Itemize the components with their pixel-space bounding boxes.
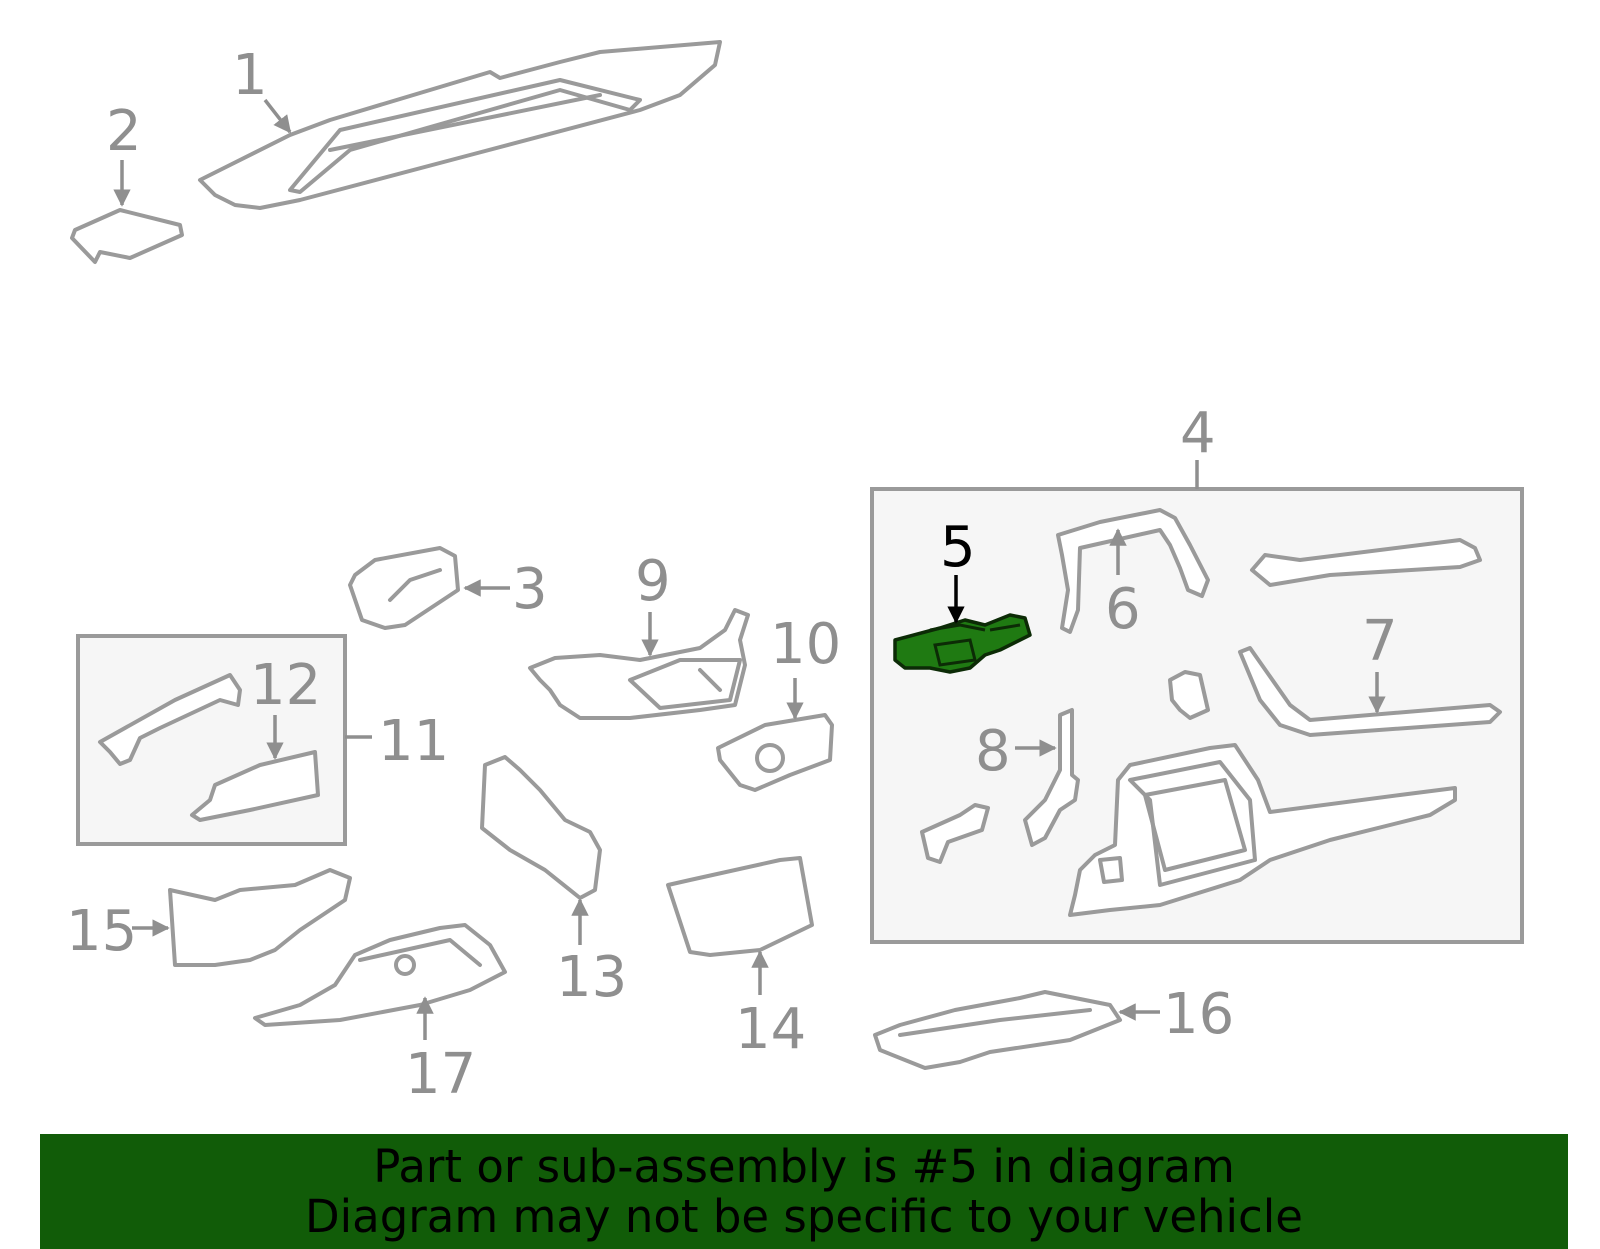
part-16[interactable] — [873, 990, 1122, 1070]
callout-11: 11 — [378, 709, 449, 774]
instrument-panel[interactable] — [1068, 743, 1457, 917]
callout-12: 12 — [250, 653, 321, 718]
part-1[interactable] — [198, 40, 722, 210]
duct[interactable] — [920, 803, 990, 864]
callout-6: 6 — [1105, 577, 1141, 642]
callout-8: 8 — [975, 719, 1011, 784]
part-8[interactable] — [1023, 708, 1080, 847]
callout-13: 13 — [556, 945, 627, 1010]
bracket[interactable] — [1168, 670, 1210, 720]
banner-line-1: Part or sub-assembly is #5 in diagram — [373, 1140, 1235, 1193]
callout-9: 9 — [635, 549, 671, 614]
part-15[interactable] — [168, 868, 352, 967]
callout-15: 15 — [66, 899, 137, 964]
part-7a[interactable] — [1250, 538, 1482, 587]
part-17[interactable] — [253, 923, 507, 1027]
callout-1: 1 — [232, 43, 268, 108]
part-10[interactable] — [716, 713, 834, 792]
part-11a[interactable] — [98, 673, 242, 766]
callout-7: 7 — [1362, 609, 1398, 674]
part-12[interactable] — [190, 750, 320, 822]
callout-3: 3 — [512, 557, 548, 622]
part-5-highlighted[interactable] — [893, 613, 1032, 674]
part-7b[interactable] — [1238, 646, 1502, 737]
callout-2: 2 — [106, 99, 142, 164]
part-14[interactable] — [666, 856, 814, 957]
banner-line-2: Diagram may not be specific to your vehi… — [305, 1190, 1303, 1243]
callout-16: 16 — [1163, 982, 1234, 1047]
callout-4: 4 — [1180, 401, 1216, 466]
callout-17: 17 — [405, 1042, 476, 1107]
part-13[interactable] — [480, 755, 602, 900]
part-9[interactable] — [528, 608, 750, 720]
part-6[interactable] — [1056, 508, 1210, 634]
callout-14: 14 — [735, 997, 806, 1062]
part-2[interactable] — [70, 208, 184, 264]
info-banner: Part or sub-assembly is #5 in diagram Di… — [40, 1134, 1568, 1249]
part-3[interactable] — [348, 546, 460, 630]
callout-5: 5 — [940, 515, 976, 580]
callout-10: 10 — [770, 612, 841, 677]
